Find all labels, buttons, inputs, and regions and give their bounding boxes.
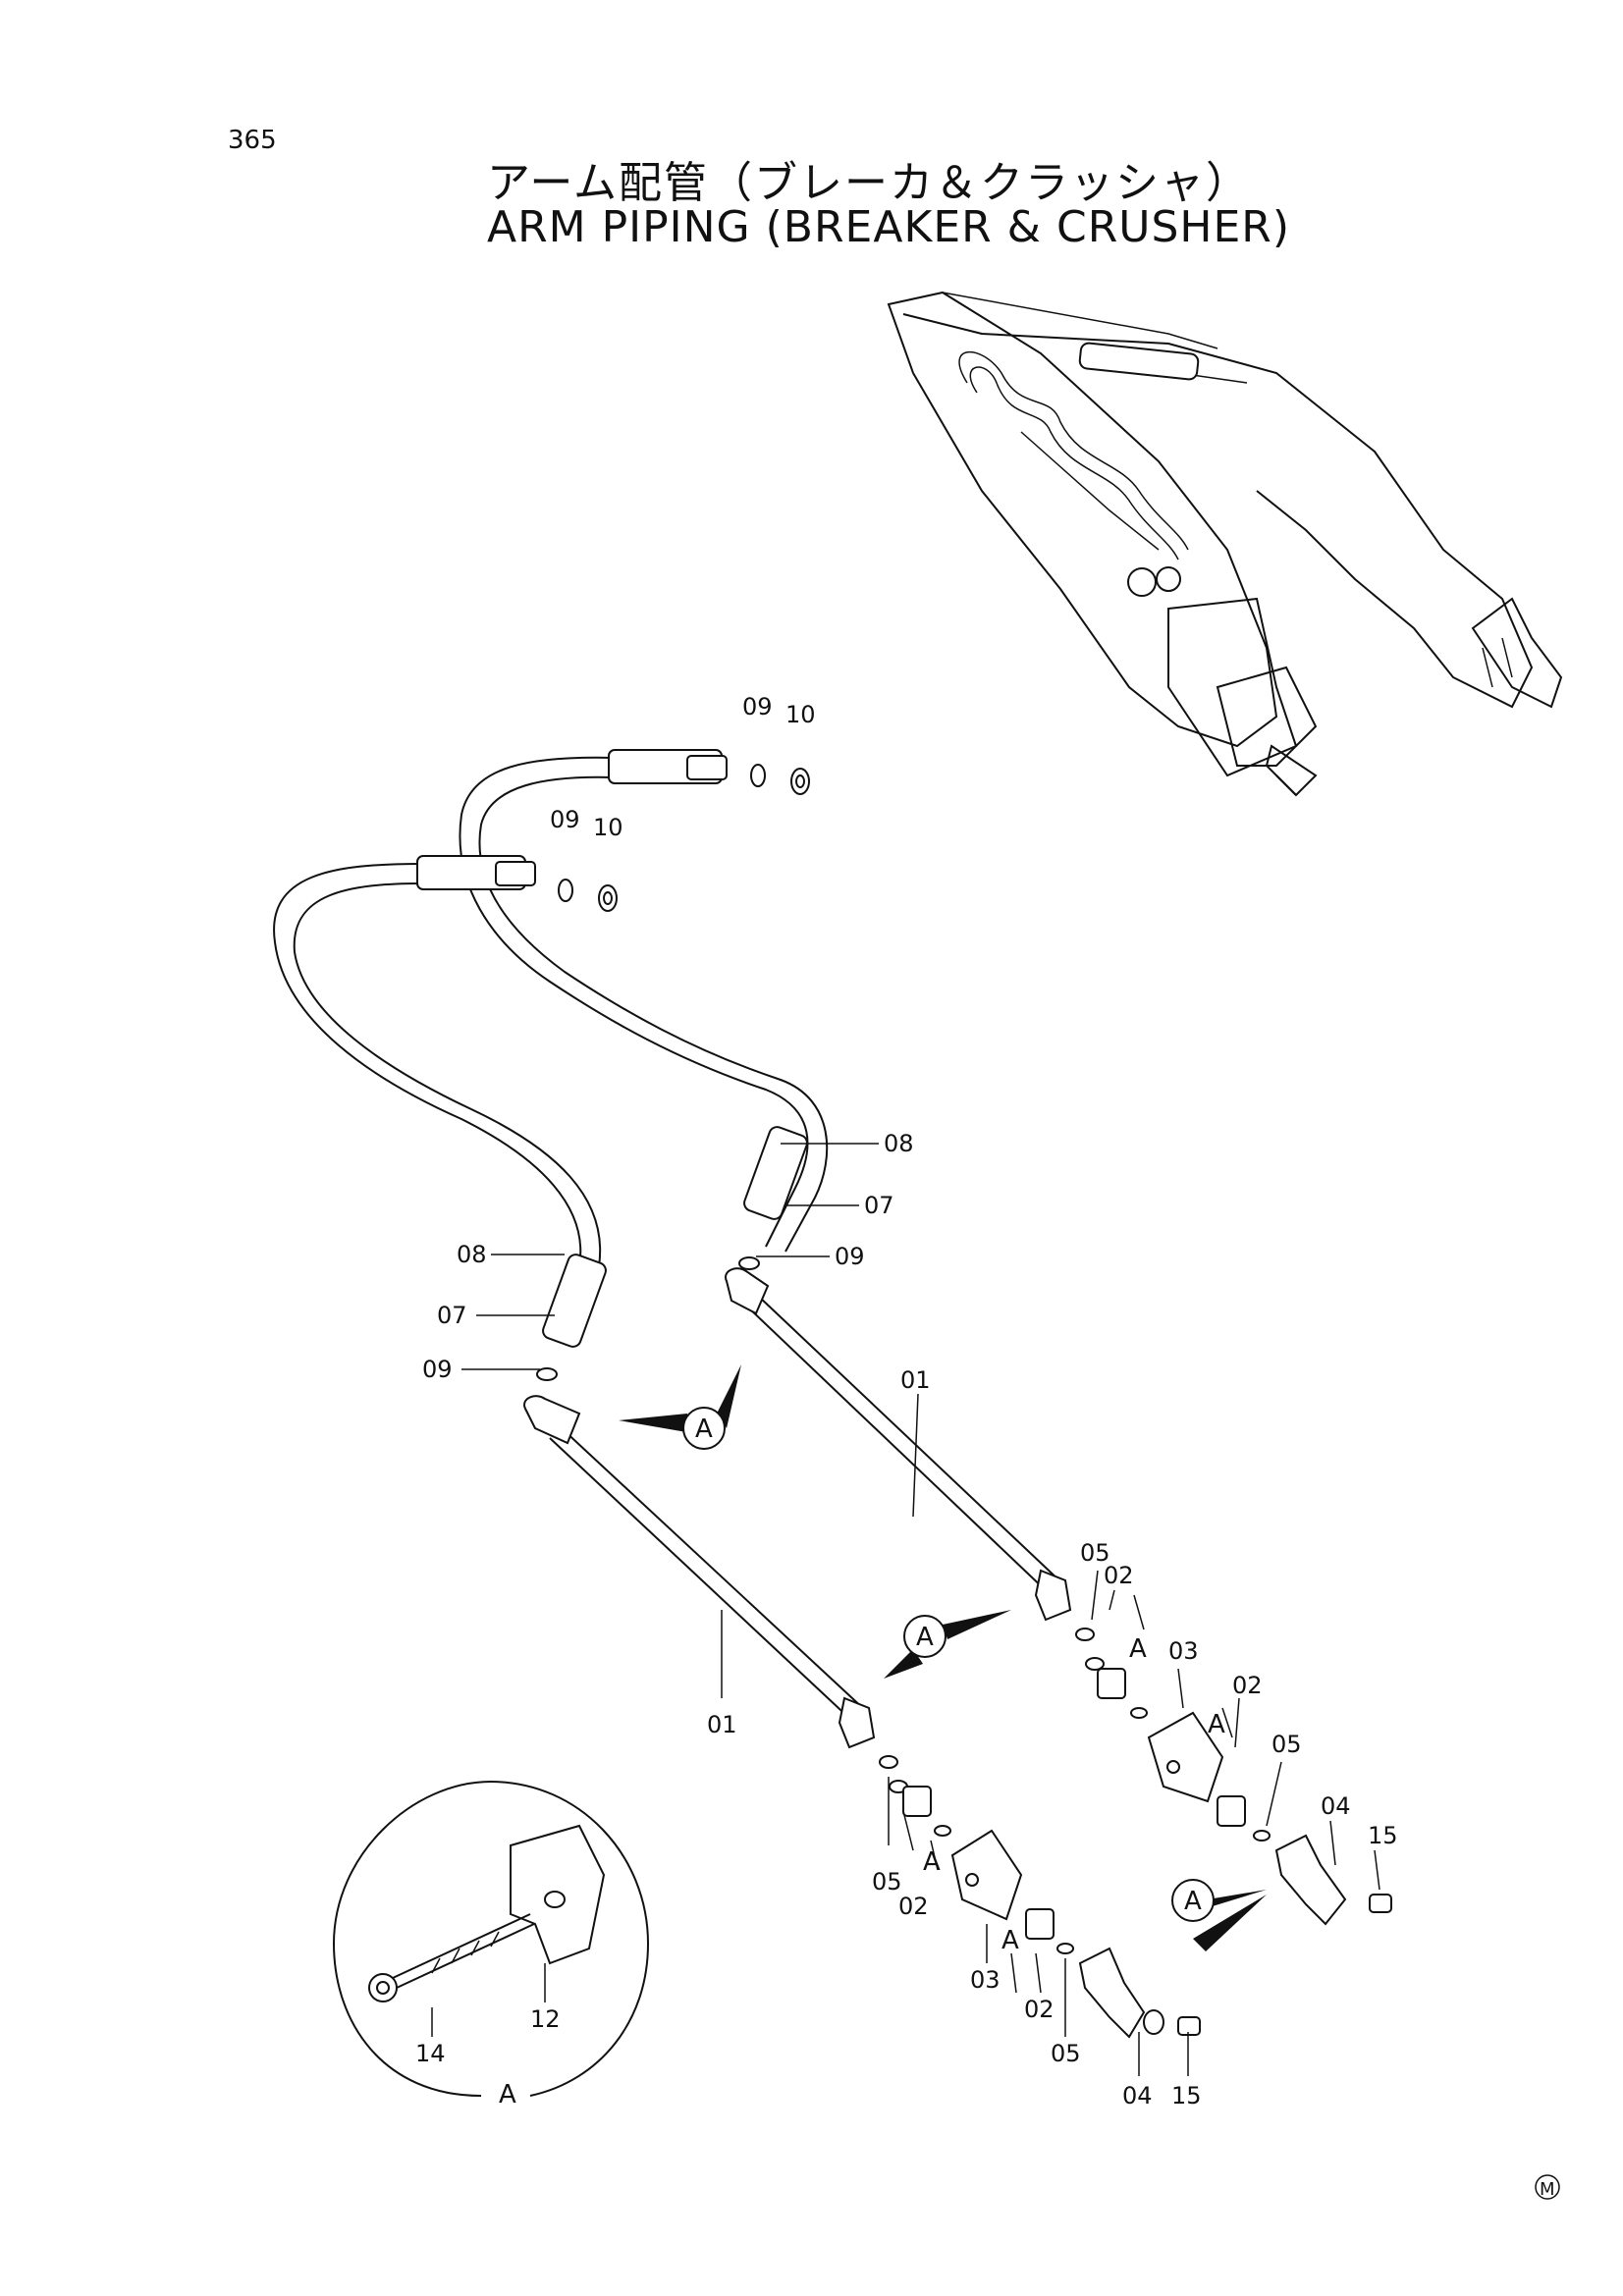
- label-l-plug-15: 15: [1171, 2082, 1202, 2109]
- right-fitting-chain: [1075, 1628, 1392, 1926]
- view-marker-a-1: A: [695, 1415, 713, 1444]
- label-left-pipe: 01: [707, 1711, 737, 1738]
- label-l-a-mid: A: [1001, 1926, 1019, 1955]
- label-left-hose-o-ring: 09: [422, 1356, 453, 1383]
- leader-lines: [461, 1143, 1380, 2076]
- label-r-plug-15: 15: [1368, 1822, 1398, 1849]
- view-marker-a-3: A: [1184, 1887, 1202, 1916]
- o-rings-and-washers: [536, 764, 810, 1381]
- label-right-hose-protector: 08: [884, 1130, 914, 1157]
- label-r-a-mid: A: [1208, 1710, 1225, 1739]
- label-detail-bolt: 14: [415, 2040, 446, 2067]
- steel-pipes: [523, 1267, 1072, 1749]
- label-l-adapter-02-top: 02: [898, 1893, 929, 1920]
- excavator-arm-overview: [887, 291, 1563, 797]
- mark-letter: M: [1540, 2179, 1555, 2200]
- label-r-elbow-04: 04: [1321, 1792, 1351, 1820]
- detail-view-a: A: [332, 1780, 650, 2109]
- label-hose-upper-washer: 10: [785, 701, 816, 728]
- label-detail-clamp: 12: [530, 2005, 561, 2033]
- part-labels: 09 10 09 10 08 07 09 08 07 09 01 01 05 0…: [415, 693, 1398, 2109]
- label-left-hose-protector: 08: [457, 1241, 487, 1268]
- view-marker-a-2: A: [916, 1623, 934, 1652]
- label-l-elbow-04: 04: [1122, 2082, 1153, 2109]
- label-right-hose-fitting: 07: [864, 1192, 894, 1219]
- label-right-hose-o-ring: 09: [835, 1243, 865, 1270]
- title-english: ARM PIPING (BREAKER & CRUSHER): [487, 202, 1291, 252]
- view-markers: A A A: [619, 1364, 1267, 1951]
- left-fitting-chain: [879, 1755, 1201, 2039]
- label-l-block-03: 03: [970, 1966, 1001, 1994]
- label-r-o-ring-05-mid: 05: [1271, 1731, 1302, 1758]
- label-l-o-ring-05-mid: 05: [1051, 2040, 1081, 2067]
- label-hose-lower-o-ring: 09: [550, 806, 580, 833]
- label-l-adapter-02-mid: 02: [1024, 1996, 1055, 2023]
- label-right-pipe: 01: [900, 1366, 931, 1394]
- trademark-mark: M: [1535, 2174, 1560, 2200]
- label-r-adapter-02-mid: 02: [1232, 1672, 1263, 1699]
- label-l-o-ring-05-top: 05: [872, 1868, 902, 1896]
- title-japanese: アーム配管（ブレーカ＆クラッシャ）: [487, 158, 1252, 208]
- hydraulic-hoses: [273, 749, 829, 1348]
- label-r-a-top: A: [1129, 1634, 1147, 1664]
- label-r-adapter-02-top: 02: [1104, 1562, 1134, 1589]
- label-left-hose-fitting: 07: [437, 1302, 467, 1329]
- label-r-o-ring-05-top: 05: [1080, 1539, 1110, 1567]
- label-hose-upper-o-ring: 09: [742, 693, 773, 721]
- page-number: 365: [228, 126, 277, 155]
- label-hose-lower-washer: 10: [593, 814, 623, 841]
- detail-view-label: A: [499, 2080, 516, 2109]
- label-l-a-top: A: [923, 1847, 941, 1877]
- label-r-block-03: 03: [1168, 1637, 1199, 1665]
